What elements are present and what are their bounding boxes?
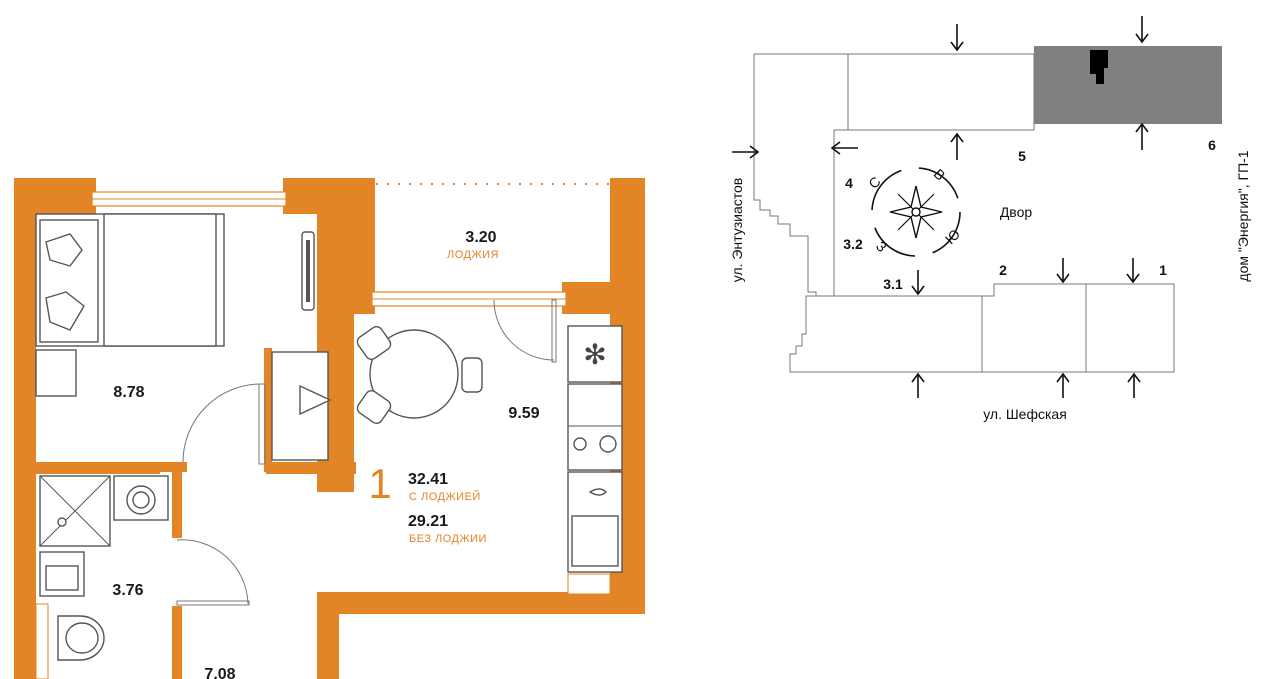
kitchen-area: 9.59 bbox=[508, 405, 539, 422]
fridge-icon: ✻ bbox=[567, 325, 623, 383]
compass-north: С bbox=[865, 173, 883, 191]
toilet-icon bbox=[57, 615, 105, 661]
sofa-icon bbox=[35, 213, 225, 397]
section-4: 4 bbox=[845, 175, 853, 191]
neighbor-building bbox=[1034, 46, 1222, 124]
section-6: 6 bbox=[1208, 137, 1216, 153]
hall-area: 7.08 bbox=[204, 666, 235, 679]
svg-text:✻: ✻ bbox=[583, 339, 606, 370]
section-3-2: 3.2 bbox=[843, 236, 863, 252]
stove-icon bbox=[567, 383, 623, 471]
total-with-loggia-label: С ЛОДЖИЕЙ bbox=[409, 490, 481, 503]
floor-plan: ✻ bbox=[14, 178, 645, 679]
loggia-label: ЛОДЖИЯ bbox=[447, 249, 499, 261]
entrance-arrow-icon bbox=[732, 16, 1149, 398]
dining-table-icon bbox=[356, 325, 483, 425]
loggia-area: 3.20 bbox=[465, 229, 496, 246]
neighbor-label: дом "Энергия", ГП-1 bbox=[1235, 150, 1251, 281]
doors bbox=[176, 299, 557, 606]
total-without-loggia-label: БЕЗ ЛОДЖИИ bbox=[409, 533, 487, 545]
bedroom-area: 8.78 bbox=[113, 384, 144, 401]
compass-east: В bbox=[931, 166, 949, 184]
residential-complex-outline bbox=[753, 53, 1175, 373]
compass-south: Ю bbox=[942, 226, 963, 247]
windows bbox=[35, 183, 611, 679]
section-2: 2 bbox=[999, 262, 1007, 278]
washing-machine-icon bbox=[113, 475, 169, 521]
street-bottom: ул. Шефская bbox=[983, 406, 1067, 422]
basin-icon bbox=[39, 551, 85, 597]
section-3-1: 3.1 bbox=[883, 276, 903, 292]
hanger-icon bbox=[271, 351, 332, 461]
bathroom-area: 3.76 bbox=[112, 582, 143, 599]
total-without-loggia: 29.21 bbox=[408, 513, 448, 530]
street-left: ул. Энтузиастов bbox=[729, 178, 745, 283]
shower-icon bbox=[39, 475, 111, 547]
courtyard-label: Двор bbox=[1000, 204, 1033, 220]
highlight-marker-icon bbox=[1090, 50, 1108, 84]
site-plan: С В Ю З 1 2 3.1 3.2 4 5 6 Двор bbox=[729, 16, 1251, 422]
rooms-count: 1 bbox=[368, 460, 391, 507]
total-with-loggia: 32.41 bbox=[408, 471, 448, 488]
compass-icon: С В Ю З bbox=[865, 166, 963, 257]
section-1: 1 bbox=[1159, 262, 1167, 278]
tv-icon bbox=[301, 231, 315, 311]
sink-icon bbox=[567, 471, 623, 573]
section-5: 5 bbox=[1018, 148, 1026, 164]
